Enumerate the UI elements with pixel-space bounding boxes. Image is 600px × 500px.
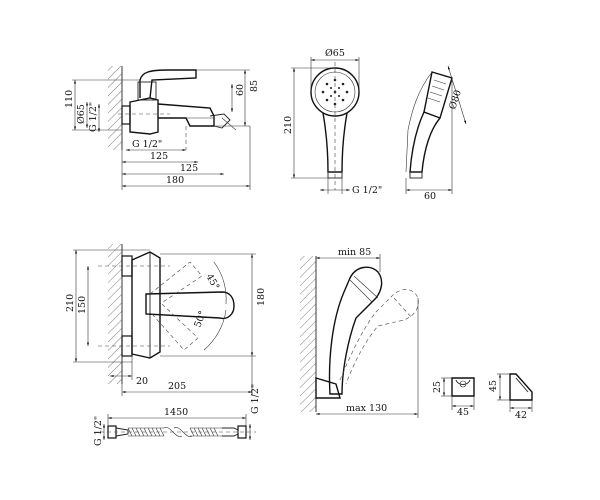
dim-holder-height-45: 45 bbox=[488, 380, 499, 392]
dim-thread-bottom: G 1/2" bbox=[132, 139, 162, 150]
mixer-side-view: 110 Ø65 G 1/2" 85 60 G 1/2" 125 125 180 bbox=[64, 66, 260, 190]
wall-hatch bbox=[108, 66, 122, 150]
dim-offset-20: 20 bbox=[136, 376, 148, 387]
lever-up-position bbox=[149, 261, 203, 305]
dim-projection-205: 205 bbox=[168, 381, 186, 392]
spout-outline bbox=[157, 103, 215, 127]
holder-side-view: 45 42 bbox=[488, 373, 533, 421]
dim-thread-left: G 1/2" bbox=[88, 102, 99, 132]
dim-width-125-a: 125 bbox=[150, 151, 168, 162]
dim-angle-50: 50° bbox=[192, 309, 208, 329]
cartridge bbox=[137, 81, 157, 101]
dim-width-125-b: 125 bbox=[180, 163, 198, 174]
shower-handle-side bbox=[409, 111, 441, 173]
dim-height-60: 60 bbox=[235, 84, 246, 96]
hand-shower-side-view: Ø80 60 bbox=[405, 65, 467, 202]
dim-angle-45: 45° bbox=[203, 272, 221, 292]
dim-holder-depth-42: 42 bbox=[515, 410, 527, 421]
dim-front-height-210: 210 bbox=[65, 294, 76, 312]
hand-shower-front-view: Ø65 210 G 1/2" bbox=[283, 48, 382, 196]
dim-front-height-180: 180 bbox=[256, 288, 267, 306]
dim-width-180: 180 bbox=[166, 175, 184, 186]
wall-hatch-holder bbox=[300, 256, 316, 412]
dim-holder-height-25: 25 bbox=[432, 381, 443, 393]
shower-on-holder-view: min 85 max 130 bbox=[300, 247, 419, 418]
holder-front-view: 25 45 bbox=[432, 377, 475, 418]
shower-rotated-position bbox=[339, 289, 419, 385]
dim-height-85: 85 bbox=[249, 80, 260, 92]
holder-bracket bbox=[315, 377, 341, 399]
dim-shower-depth: 60 bbox=[424, 191, 436, 202]
lever-central bbox=[145, 291, 235, 320]
dim-diameter-65: Ø65 bbox=[76, 104, 87, 124]
dim-hose-thread-right: G 1/2" bbox=[250, 384, 261, 414]
hose-view: 1450 G 1/2" G 1/2" bbox=[93, 384, 261, 446]
nozzle-pattern bbox=[321, 78, 349, 106]
dim-shower-length: 210 bbox=[283, 116, 294, 134]
mixer-body-outline bbox=[129, 97, 159, 135]
dim-height-110: 110 bbox=[64, 90, 75, 108]
lever-down-position bbox=[151, 303, 199, 351]
dim-hose-length: 1450 bbox=[164, 407, 188, 418]
dim-front-height-150: 150 bbox=[77, 296, 88, 314]
wall-nut bbox=[121, 105, 131, 125]
dim-head-diameter-side: Ø80 bbox=[447, 89, 464, 111]
shower-in-holder bbox=[328, 266, 383, 395]
wall-hatch-front bbox=[108, 244, 122, 384]
dim-holder-width-45: 45 bbox=[457, 407, 469, 418]
shower-head-side bbox=[423, 71, 453, 119]
dim-shower-thread: G 1/2" bbox=[352, 185, 382, 196]
dim-max-130: max 130 bbox=[346, 403, 387, 414]
mixer-front-view: 45° 50° 210 150 180 20 205 bbox=[65, 244, 267, 396]
holder-side-outline bbox=[509, 373, 533, 401]
lever-outline bbox=[139, 69, 197, 99]
diverter bbox=[209, 113, 231, 129]
dim-min-85: min 85 bbox=[338, 247, 371, 258]
dim-hose-thread-left: G 1/2" bbox=[93, 416, 104, 446]
dim-head-diameter: Ø65 bbox=[325, 48, 345, 59]
